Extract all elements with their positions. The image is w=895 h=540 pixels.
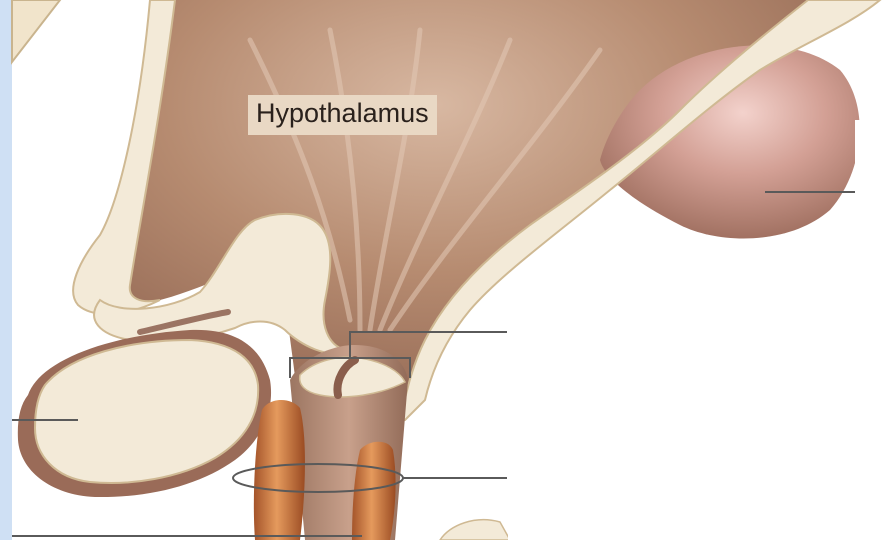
label-mask-edge xyxy=(855,120,895,290)
label-mask-region xyxy=(508,290,895,540)
posterior-fragment xyxy=(440,520,510,540)
portal-vessel-left xyxy=(254,400,305,540)
hypothalamus-label: Hypothalamus xyxy=(248,95,437,135)
side-panel xyxy=(0,0,12,540)
fragment-shape xyxy=(12,0,60,62)
